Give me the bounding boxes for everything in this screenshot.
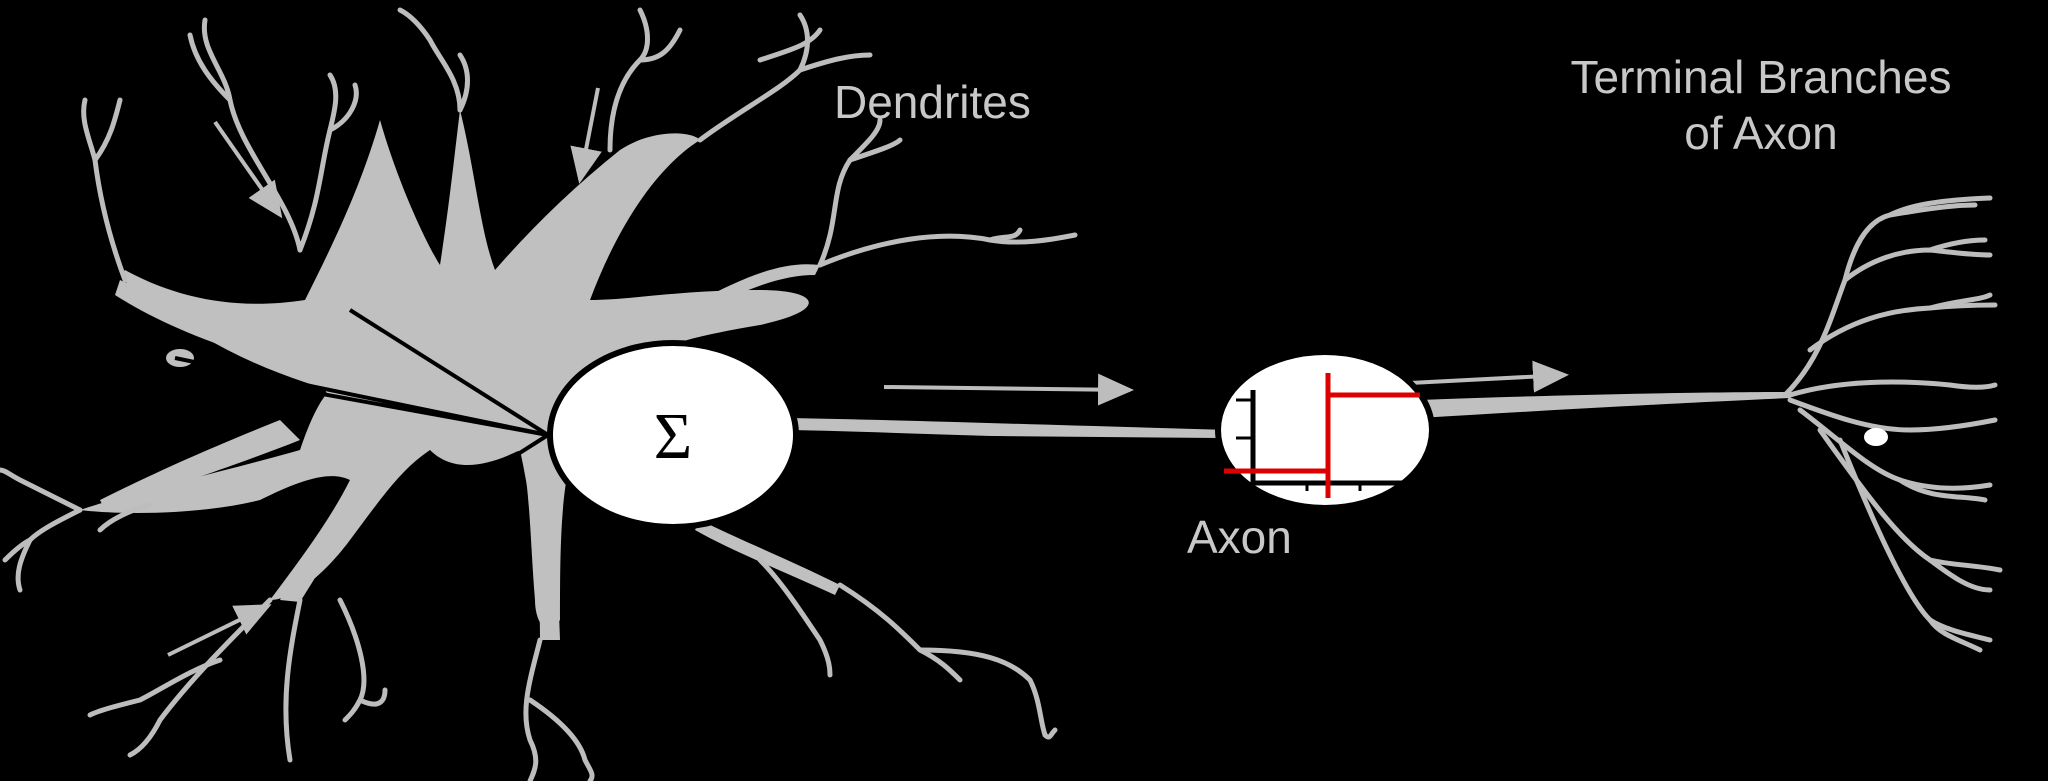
terminal-branches-label-line2: of Axon bbox=[1684, 107, 1837, 159]
activation-node bbox=[1215, 349, 1435, 511]
input-arrows bbox=[167, 87, 1569, 657]
input-arrow-1 bbox=[213, 120, 283, 219]
terminal-node bbox=[1864, 428, 1888, 446]
dendrite-branches bbox=[0, 7, 1078, 781]
summation-node: Σ bbox=[547, 340, 799, 530]
terminal-branches bbox=[1782, 195, 2003, 653]
soma-core bbox=[316, 281, 590, 455]
sum-symbol: Σ bbox=[654, 400, 692, 473]
terminal-branches-label-line1: Terminal Branches bbox=[1571, 51, 1952, 103]
input-arrow-2 bbox=[570, 87, 602, 184]
dendrites-label: Dendrites bbox=[834, 76, 1031, 128]
axon-label: Axon bbox=[1187, 511, 1292, 563]
axon-shadow-line bbox=[989, 436, 1221, 442]
input-arrow-3 bbox=[167, 604, 272, 657]
step-function-icon bbox=[1224, 373, 1420, 498]
axon-shaft bbox=[790, 392, 1790, 440]
input-lines bbox=[174, 308, 550, 582]
dendrite-trunks bbox=[100, 264, 840, 640]
input-arrow-4 bbox=[883, 373, 1134, 406]
input-arrow-5 bbox=[1409, 360, 1569, 393]
